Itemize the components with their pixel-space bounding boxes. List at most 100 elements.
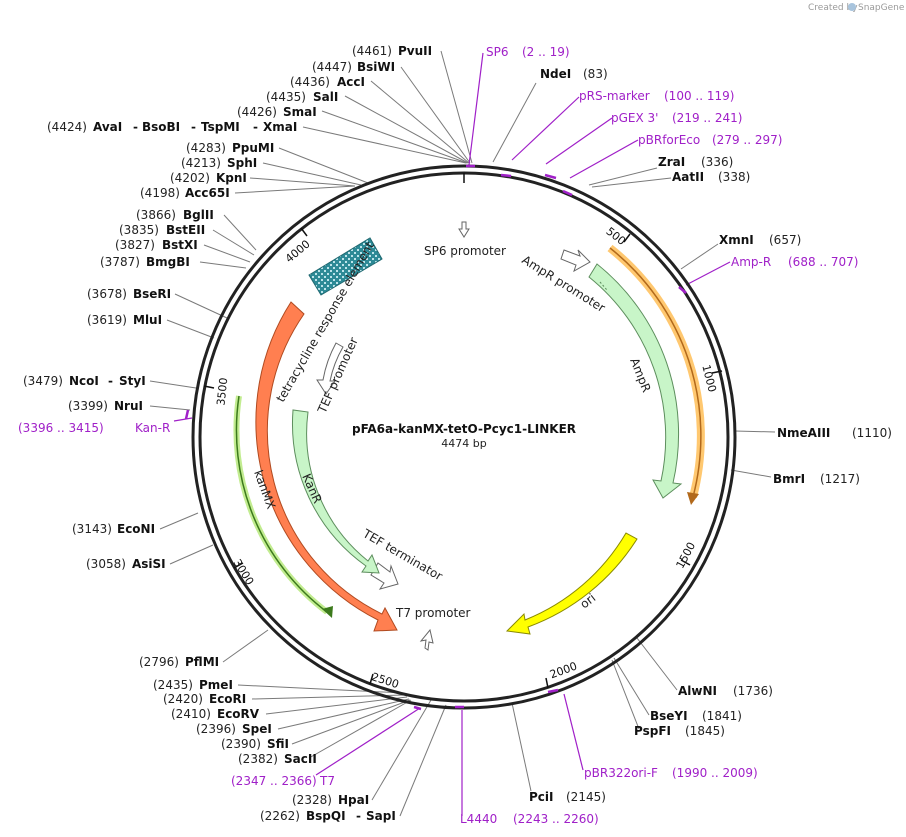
site-name: KpnI bbox=[216, 171, 247, 185]
ampr-promoter-arrow bbox=[560, 249, 591, 273]
primer-name: pBRforEco bbox=[638, 133, 700, 147]
site-num: (4213) bbox=[181, 156, 221, 170]
site-num: (4202) bbox=[170, 171, 210, 185]
site-name: EcoNI bbox=[117, 522, 155, 536]
site-name: NcoI bbox=[69, 374, 99, 388]
label-t7-promoter: T7 promoter bbox=[395, 606, 471, 620]
site-name: EcoRV bbox=[217, 707, 260, 721]
site-num: (4461) bbox=[352, 44, 392, 58]
label-kanr: KanR bbox=[299, 472, 324, 506]
primer-name: T7 bbox=[319, 774, 335, 788]
t7-promoter-arrow bbox=[419, 628, 434, 651]
tick-1000: 1000 bbox=[699, 363, 718, 393]
site-name: AccI bbox=[337, 75, 365, 89]
site-num: (336) bbox=[701, 155, 733, 169]
primer-range: (219 .. 241) bbox=[672, 111, 742, 125]
label-sp6-promoter: SP6 promoter bbox=[424, 244, 506, 258]
site-name: SmaI bbox=[283, 105, 317, 119]
site-name: SphI bbox=[227, 156, 257, 170]
site-num: (4447) bbox=[312, 60, 352, 74]
site-num: (3866) bbox=[136, 208, 176, 222]
tef-promoter-arrow bbox=[316, 342, 344, 395]
sp6-promoter-arrow bbox=[458, 221, 470, 238]
site-num: (2382) bbox=[238, 752, 278, 766]
site-num: (3143) bbox=[72, 522, 112, 536]
kanr-feature bbox=[292, 409, 380, 574]
site-num: (2410) bbox=[171, 707, 211, 721]
primer-marks bbox=[184, 164, 687, 711]
site-name: ZraI bbox=[658, 155, 685, 169]
site-labels-left: (4461) PvuII (4447) BsiWI (4436) AccI (4… bbox=[23, 44, 432, 823]
site-name: BseRI bbox=[133, 287, 171, 301]
site-name: BsoBI bbox=[142, 120, 180, 134]
primer-name: Amp-R bbox=[731, 255, 771, 269]
site-num: (338) bbox=[718, 170, 750, 184]
primer-range: (2243 .. 2260) bbox=[513, 812, 599, 826]
site-name: HpaI bbox=[338, 793, 369, 807]
credit-text: Created by bbox=[808, 3, 858, 13]
site-num: (4426) bbox=[237, 105, 277, 119]
svg-text:-: - bbox=[133, 120, 138, 134]
site-num: (2396) bbox=[196, 722, 236, 736]
primer-connectors bbox=[173, 52, 731, 816]
svg-text:-: - bbox=[253, 120, 258, 134]
site-name: PvuII bbox=[398, 44, 432, 58]
site-num: (4198) bbox=[140, 186, 180, 200]
kan-outer-arrowhead bbox=[322, 606, 333, 618]
site-num: (83) bbox=[583, 67, 608, 81]
primer-range: (279 .. 297) bbox=[712, 133, 782, 147]
site-num: (1217) bbox=[820, 472, 860, 486]
site-name: SalI bbox=[313, 90, 338, 104]
site-num: (2328) bbox=[292, 793, 332, 807]
site-name: EcoRI bbox=[209, 692, 246, 706]
label-ampr-promoter: AmpR promoter bbox=[519, 253, 607, 315]
site-name: SfiI bbox=[267, 737, 289, 751]
plasmid-length: 4474 bp bbox=[441, 437, 486, 450]
site-num: (2145) bbox=[566, 790, 606, 804]
primer-name: L4440 bbox=[460, 812, 497, 826]
primer-range: (2347 .. 2366) bbox=[231, 774, 317, 788]
site-num: (4436) bbox=[290, 75, 330, 89]
ampr-outer-line bbox=[609, 247, 702, 498]
site-num: (3619) bbox=[87, 313, 127, 327]
site-name: BmgBI bbox=[146, 255, 190, 269]
primer-name: Kan-R bbox=[135, 421, 170, 435]
credit-brand: SnapGene bbox=[858, 3, 905, 13]
site-num: (3058) bbox=[86, 557, 126, 571]
snapgene-logo-icon bbox=[848, 3, 856, 11]
site-name: StyI bbox=[119, 374, 146, 388]
site-name: PciI bbox=[529, 790, 554, 804]
site-name: BglII bbox=[183, 208, 214, 222]
site-name: XmnI bbox=[719, 233, 754, 247]
primer-range: (1990 .. 2009) bbox=[672, 766, 758, 780]
primer-range: (3396 .. 3415) bbox=[18, 421, 104, 435]
ampr-feature bbox=[588, 263, 683, 499]
site-num: (2420) bbox=[163, 692, 203, 706]
site-num: (4424) bbox=[47, 120, 87, 134]
ampr-outer-arrowhead bbox=[687, 492, 699, 505]
site-name: BspQI bbox=[306, 809, 346, 823]
primer-range: (100 .. 119) bbox=[664, 89, 734, 103]
site-num: (1845) bbox=[685, 724, 725, 738]
primer-name: pBR322ori-F bbox=[584, 766, 658, 780]
site-num: (1736) bbox=[733, 684, 773, 698]
kan-outer-line bbox=[235, 395, 328, 613]
site-name: PmeI bbox=[199, 678, 233, 692]
tick-marks bbox=[203, 173, 723, 689]
site-name: MluI bbox=[133, 313, 162, 327]
site-num: (3678) bbox=[87, 287, 127, 301]
site-num: (4435) bbox=[266, 90, 306, 104]
ampr-divider bbox=[599, 281, 608, 291]
site-name: SapI bbox=[366, 809, 396, 823]
site-num: (1110) bbox=[852, 426, 892, 440]
site-num: (3479) bbox=[23, 374, 63, 388]
kanmx-feature bbox=[255, 301, 398, 632]
site-num: (2262) bbox=[260, 809, 300, 823]
site-name: AsiSI bbox=[132, 557, 166, 571]
site-num: (4283) bbox=[186, 141, 226, 155]
plasmid-name: pFA6a-kanMX-tetO-Pcyc1-LINKER bbox=[352, 422, 576, 436]
svg-text:-: - bbox=[108, 374, 113, 388]
site-name: PspFI bbox=[634, 724, 671, 738]
site-num: (657) bbox=[769, 233, 801, 247]
